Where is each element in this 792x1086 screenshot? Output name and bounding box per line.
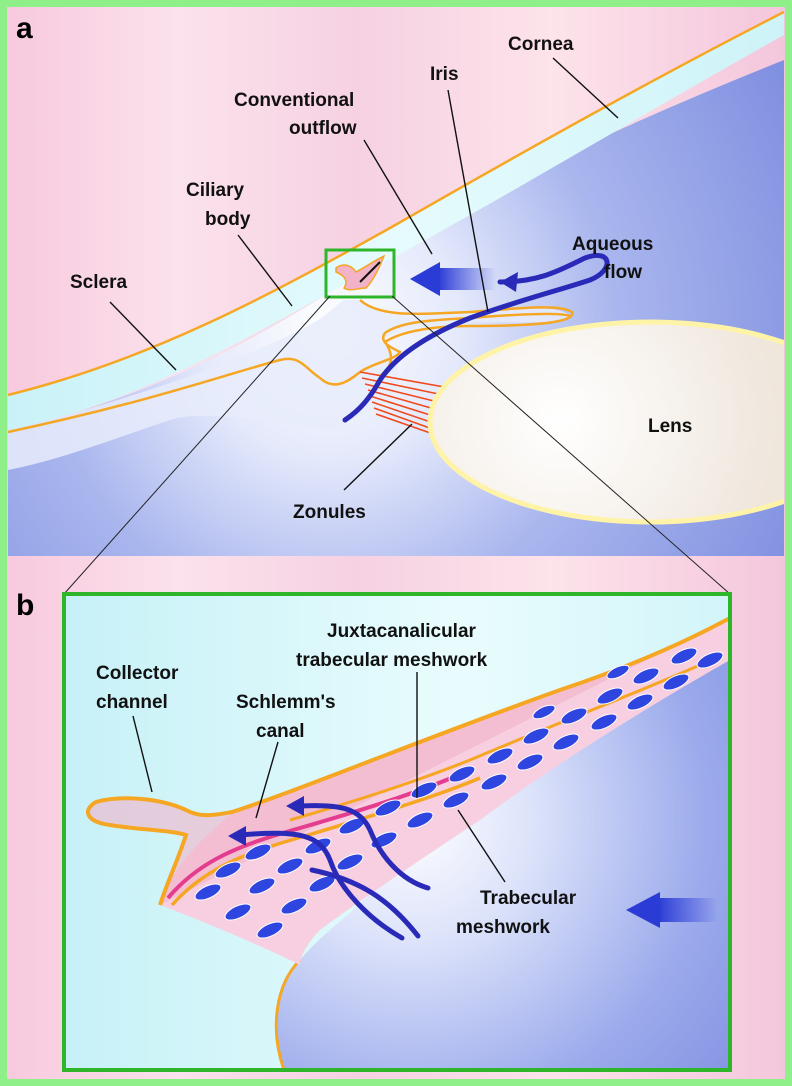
schlemms-canal-label-2: canal bbox=[256, 721, 305, 742]
trabecular-leader bbox=[457, 809, 506, 883]
chamber-boundary bbox=[274, 958, 302, 1070]
chamber-arrow-tail bbox=[658, 898, 718, 922]
meshwork-flow-paths bbox=[237, 803, 431, 941]
aqueous-flow-label-1: Aqueous bbox=[572, 234, 653, 255]
collector-leader bbox=[132, 715, 153, 793]
aqueous-flow-arrowhead bbox=[500, 272, 518, 292]
outflow-arrow-head bbox=[410, 262, 440, 296]
lens-label: Lens bbox=[648, 416, 692, 437]
meshwork-flow-arrowheads bbox=[228, 796, 304, 846]
trabecular-meshwork-label-1: Trabecular bbox=[480, 888, 577, 909]
lens bbox=[427, 319, 784, 525]
panel-b-border bbox=[62, 592, 732, 1072]
outflow-leader bbox=[363, 139, 433, 255]
juxtacanalicular-label-2: trabecular meshwork bbox=[296, 650, 488, 671]
inset-box bbox=[324, 248, 396, 299]
zoom-line-right bbox=[391, 295, 731, 595]
inset-tissue bbox=[335, 254, 386, 291]
aqueous-flow-path bbox=[342, 253, 610, 423]
collector-channel-label-2: channel bbox=[96, 692, 168, 713]
panel-b-tag: b bbox=[16, 589, 34, 622]
iris-label: Iris bbox=[430, 64, 459, 85]
sclera-leader bbox=[109, 301, 177, 371]
ciliary-body-label-1: Ciliary bbox=[186, 180, 245, 201]
sclera-cornea-boundary bbox=[8, 10, 784, 397]
panel-a-tag: a bbox=[16, 12, 33, 45]
iris-outline bbox=[359, 299, 574, 378]
cornea-label: Cornea bbox=[508, 34, 574, 55]
schlemms-canal-label-1: Schlemm's bbox=[236, 692, 336, 713]
outflow-arrow-tail bbox=[438, 268, 496, 290]
zonules-leader bbox=[343, 423, 413, 491]
chamber-arrow-head bbox=[626, 892, 660, 928]
panel-a bbox=[8, 10, 784, 556]
conventional-outflow-label-1: Conventional bbox=[234, 90, 354, 111]
ciliary-body-label-2: body bbox=[205, 209, 251, 230]
juxtacanalicular-layer bbox=[289, 663, 701, 822]
collector-channel-label-1: Collector bbox=[96, 663, 179, 684]
aqueous-flow-label-2: flow bbox=[604, 262, 642, 283]
schlemm-leader bbox=[255, 741, 279, 819]
zonules-label: Zonules bbox=[293, 502, 366, 523]
ciliary-leader bbox=[237, 234, 293, 307]
iris-leader bbox=[447, 89, 489, 313]
conventional-outflow-label-2: outflow bbox=[289, 118, 357, 139]
juxtacanalicular-label-1: Juxtacanalicular bbox=[327, 621, 477, 642]
trabecular-beams bbox=[194, 647, 724, 939]
trabecular-meshwork-label-2: meshwork bbox=[456, 917, 550, 938]
sclera-label: Sclera bbox=[70, 272, 127, 293]
cornea-leader bbox=[552, 57, 619, 119]
zoom-line-left bbox=[63, 295, 331, 595]
ciliary-body bbox=[8, 300, 570, 470]
panel-b bbox=[62, 592, 732, 1072]
